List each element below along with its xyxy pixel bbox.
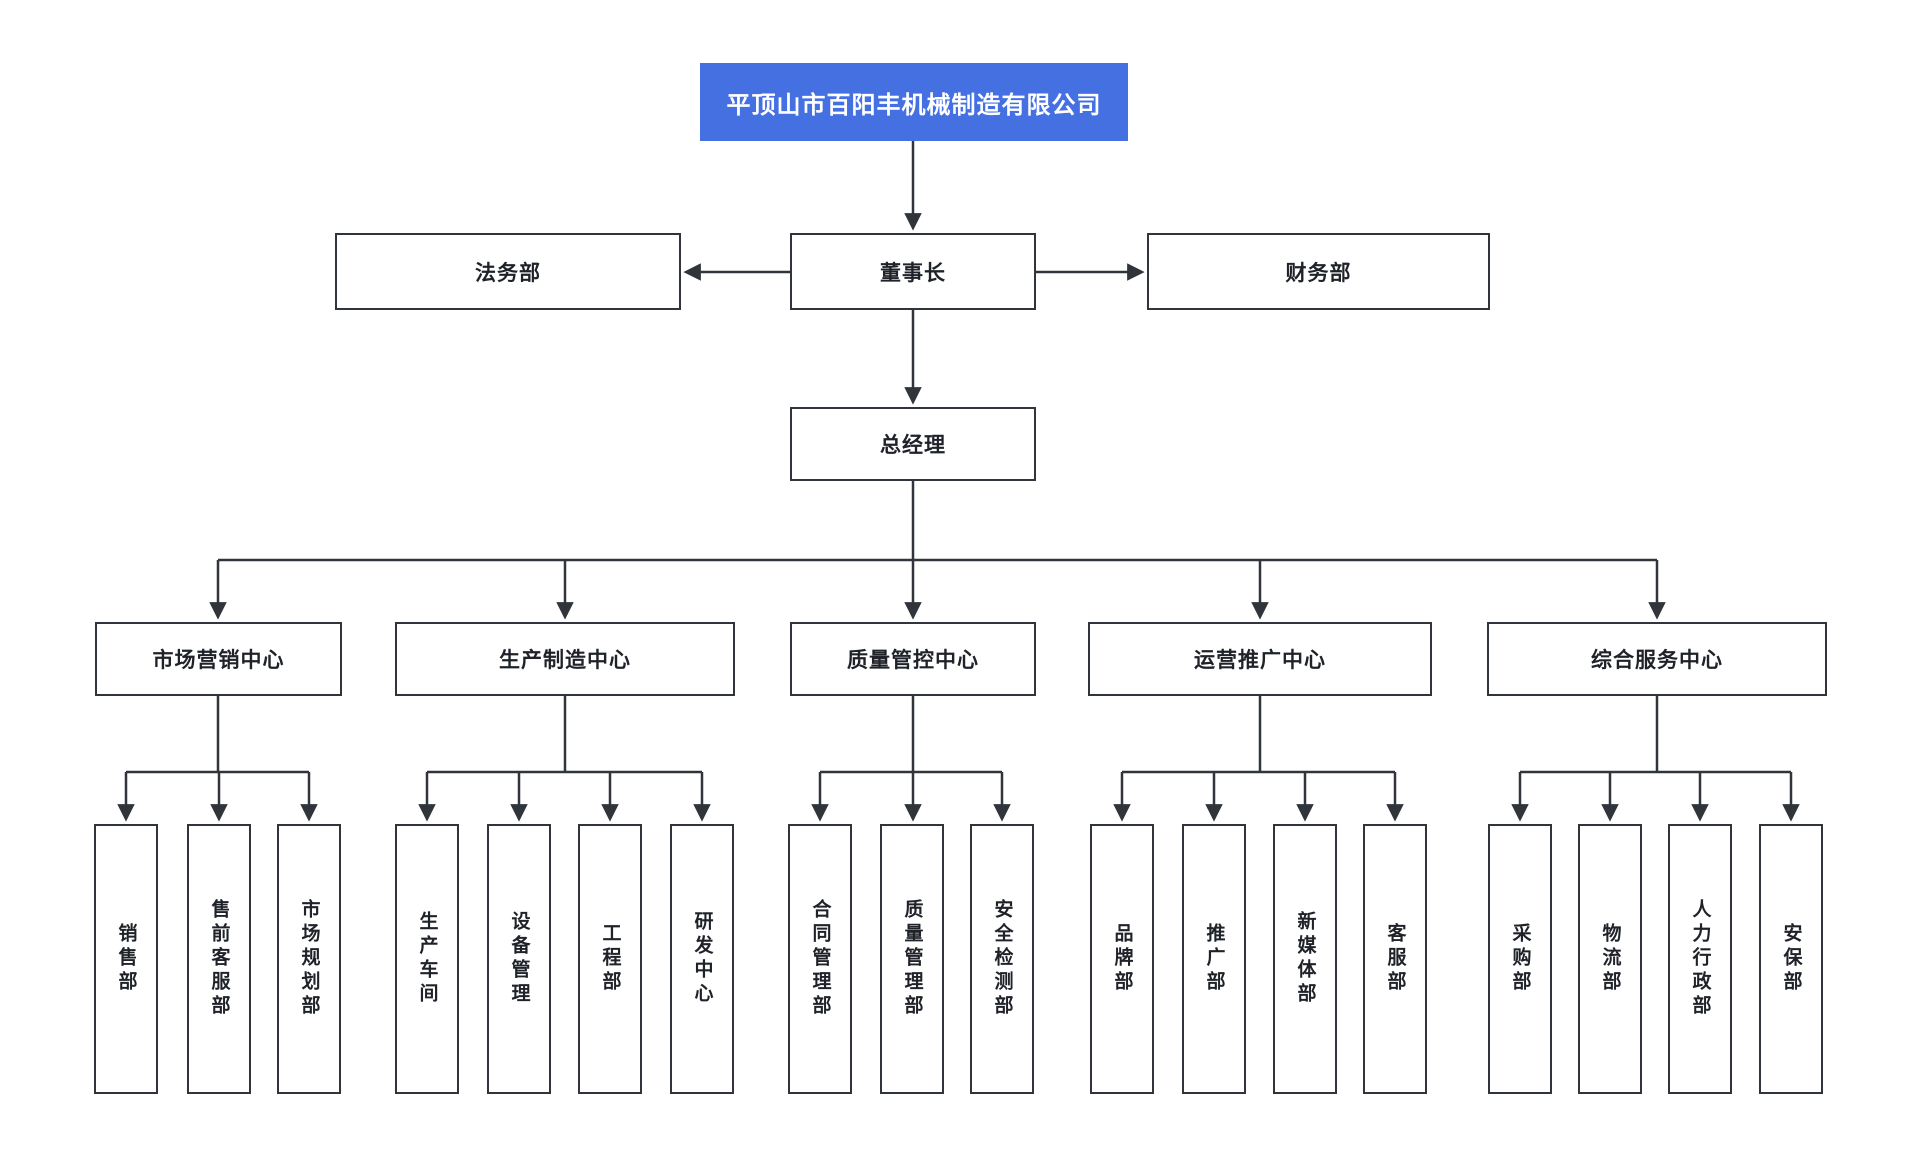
dept-label: 市场规划部 <box>298 899 320 1019</box>
company-root-node: 平顶山市百阳丰机械制造有限公司 <box>700 63 1128 141</box>
legal-department-node: 法务部 <box>335 233 681 310</box>
dept-label: 生产车间 <box>416 911 438 1007</box>
general-manager-node: 总经理 <box>790 407 1036 481</box>
center-node-operations: 运营推广中心 <box>1088 622 1432 696</box>
dept-node-presales-service: 售前客服部 <box>187 824 251 1094</box>
dept-node-new-media: 新媒体部 <box>1273 824 1337 1094</box>
dept-node-quality-mgmt: 质量管理部 <box>880 824 944 1094</box>
dept-label: 工程部 <box>599 923 621 995</box>
dept-node-engineering: 工程部 <box>578 824 642 1094</box>
dept-label: 售前客服部 <box>208 899 230 1019</box>
finance-department-node: 财务部 <box>1147 233 1490 310</box>
dept-label: 品牌部 <box>1111 923 1133 995</box>
center-node-quality: 质量管控中心 <box>790 622 1036 696</box>
center-node-services: 综合服务中心 <box>1487 622 1827 696</box>
dept-label: 物流部 <box>1599 923 1621 995</box>
dept-node-hr-admin: 人力行政部 <box>1668 824 1732 1094</box>
dept-node-safety-inspection: 安全检测部 <box>970 824 1034 1094</box>
dept-node-equipment: 设备管理 <box>487 824 551 1094</box>
chairman-node: 董事长 <box>790 233 1036 310</box>
dept-node-procurement: 采购部 <box>1488 824 1552 1094</box>
dept-node-workshop: 生产车间 <box>395 824 459 1094</box>
dept-node-sales: 销售部 <box>94 824 158 1094</box>
dept-node-contract-mgmt: 合同管理部 <box>788 824 852 1094</box>
center-node-marketing: 市场营销中心 <box>95 622 342 696</box>
dept-label: 合同管理部 <box>809 899 831 1019</box>
dept-node-brand: 品牌部 <box>1090 824 1154 1094</box>
dept-label: 安全检测部 <box>991 899 1013 1019</box>
dept-label: 推广部 <box>1203 923 1225 995</box>
dept-label: 质量管理部 <box>901 899 923 1019</box>
dept-node-customer-service: 客服部 <box>1363 824 1427 1094</box>
dept-node-rnd: 研发中心 <box>670 824 734 1094</box>
dept-label: 客服部 <box>1384 923 1406 995</box>
center-node-production: 生产制造中心 <box>395 622 735 696</box>
dept-node-security: 安保部 <box>1759 824 1823 1094</box>
dept-label: 新媒体部 <box>1294 911 1316 1007</box>
dept-label: 设备管理 <box>508 911 530 1007</box>
dept-label: 人力行政部 <box>1689 899 1711 1019</box>
dept-label: 采购部 <box>1509 923 1531 995</box>
dept-node-promotion: 推广部 <box>1182 824 1246 1094</box>
dept-label: 安保部 <box>1780 923 1802 995</box>
dept-label: 研发中心 <box>691 911 713 1007</box>
dept-label: 销售部 <box>115 923 137 995</box>
dept-node-logistics: 物流部 <box>1578 824 1642 1094</box>
dept-node-market-planning: 市场规划部 <box>277 824 341 1094</box>
